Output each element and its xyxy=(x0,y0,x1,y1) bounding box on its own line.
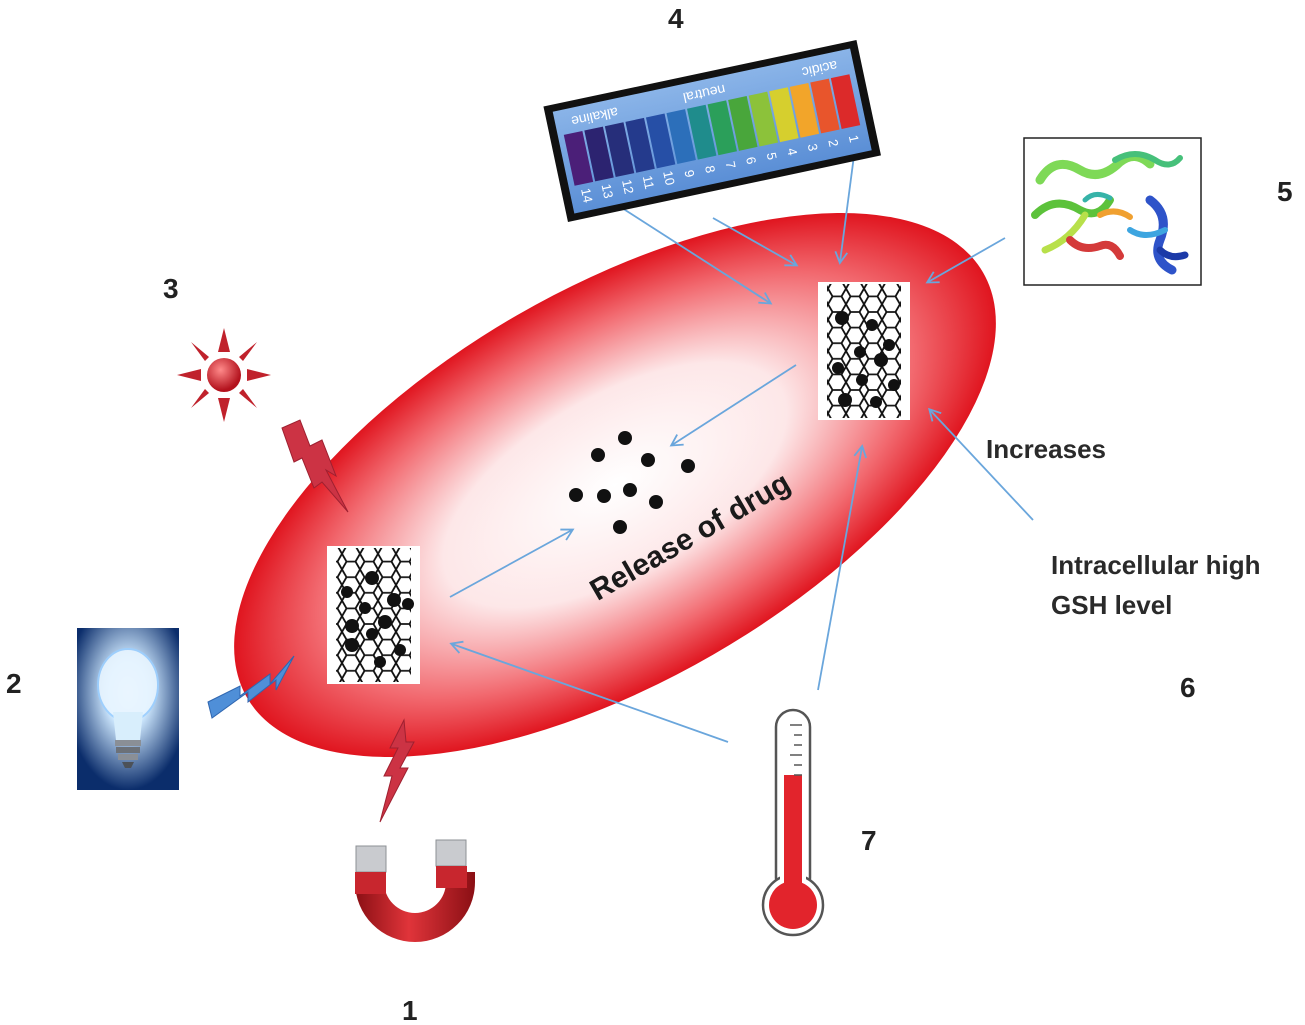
gsh-label-line1: Intracellular high xyxy=(1051,550,1261,580)
stimulus-number-5: 5 xyxy=(1277,176,1293,207)
cell-ellipse xyxy=(234,213,996,757)
thermometer-icon xyxy=(761,708,825,937)
ph-swatch xyxy=(584,126,614,182)
released-drug-particles xyxy=(569,431,695,534)
ph-swatch xyxy=(728,96,758,151)
ph-swatch xyxy=(707,100,737,156)
ph-swatch xyxy=(789,82,820,138)
ph-swatch xyxy=(625,117,655,173)
bolt-light-icon xyxy=(207,655,295,719)
ph-swatch xyxy=(563,130,594,186)
nanotube-releasing-right xyxy=(818,282,910,420)
magnet-icon xyxy=(355,839,475,942)
stimulus-number-7: 7 xyxy=(861,825,877,856)
ph-scale-number: 11 xyxy=(640,174,657,190)
gsh-increases-label: Increases xyxy=(986,434,1106,464)
ph-scale-number: 14 xyxy=(578,187,596,204)
stimulus-arrows xyxy=(449,109,1034,743)
stimulus-number-2: 2 xyxy=(6,668,22,699)
ph-scale-number: 2 xyxy=(825,138,841,148)
sun-icon xyxy=(177,328,271,422)
ph-scale-number: 8 xyxy=(702,164,718,174)
ph-swatch xyxy=(604,122,635,178)
stimulus-number-6: 6 xyxy=(1180,672,1196,703)
stimulus-number-3: 3 xyxy=(163,273,179,304)
light-bulb-icon xyxy=(77,628,179,790)
ph-scale-number: 4 xyxy=(784,147,800,157)
ph-swatch xyxy=(645,113,676,169)
enzyme-protein-structure-icon xyxy=(1023,137,1202,286)
ph-scale-number: 13 xyxy=(599,182,617,199)
ph-swatch xyxy=(687,104,717,160)
ph-swatch xyxy=(748,91,779,147)
ph-swatch xyxy=(830,74,861,130)
ph-scale-number: 9 xyxy=(681,169,697,179)
bolt-sun-icon xyxy=(281,419,349,513)
stimulus-number-4: 4 xyxy=(668,3,684,34)
ph-scale-number: 5 xyxy=(764,151,780,161)
ph-scale-number: 6 xyxy=(743,155,759,165)
ph-scale-number: 12 xyxy=(619,178,637,195)
ph-scale-number: 7 xyxy=(723,160,739,170)
ph-scale-number: 3 xyxy=(805,142,821,152)
ph-swatch xyxy=(810,78,840,134)
ph-swatch xyxy=(769,87,799,143)
nanotube-loaded-left xyxy=(327,546,420,684)
ph-acidic-label: acidic xyxy=(801,58,839,81)
stimulus-number-1: 1 xyxy=(402,995,418,1025)
gsh-label-line2: GSH level xyxy=(1051,590,1172,620)
ph-scale-number: 10 xyxy=(660,169,678,186)
ph-scale-number: 1 xyxy=(846,134,862,144)
bolt-magnet-icon xyxy=(379,718,415,823)
ph-swatch xyxy=(666,109,696,164)
